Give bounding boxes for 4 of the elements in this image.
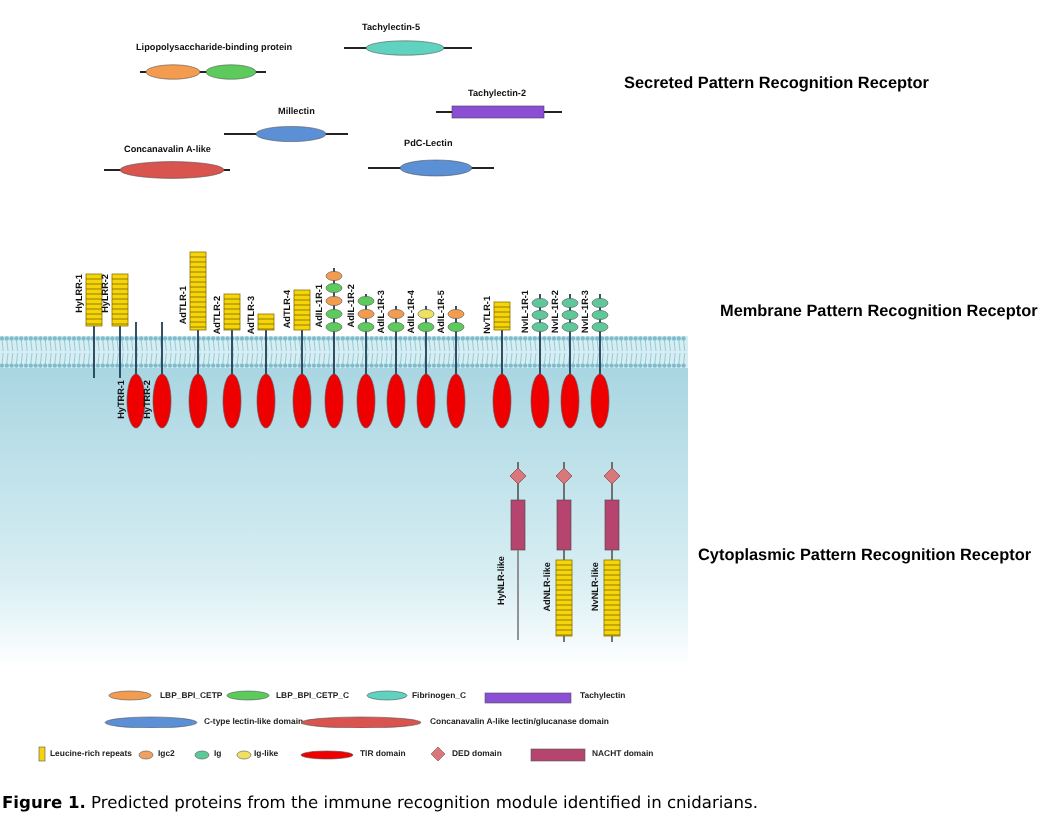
figure-caption: Figure 1. Predicted proteins from the immune recognition module identified in cnidarians.	[2, 794, 758, 811]
section-heading: Secreted Pattern Recognition Receptor	[624, 76, 929, 93]
section-heading: Membrane Pattern Recognition Receptor	[720, 304, 1038, 321]
section-heading: Cytoplasmic Pattern Recognition Receptor	[698, 548, 1032, 565]
